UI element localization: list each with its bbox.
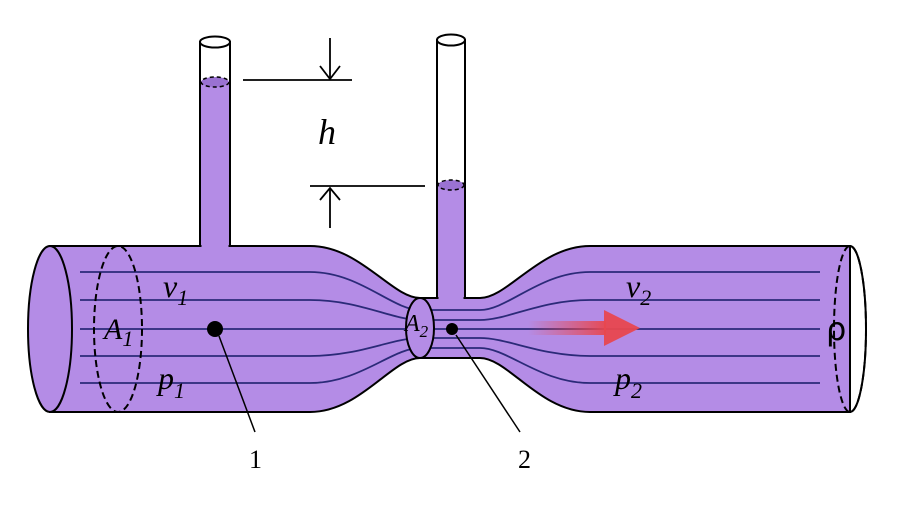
height-label: h: [318, 112, 336, 152]
pipe-inlet-face: [27, 245, 73, 413]
streamlines: [80, 271, 820, 384]
velocity2-label: v2: [626, 268, 651, 310]
point-2-label: 2: [518, 445, 531, 474]
area1-label: A1: [102, 313, 133, 351]
point-1-marker: [207, 321, 223, 337]
density-label: ρ: [826, 310, 846, 348]
point-1-label: 1: [249, 445, 262, 474]
streamline: [80, 347, 820, 384]
flow-direction-arrow-icon: [528, 310, 640, 346]
area2-label: A2: [403, 311, 429, 341]
velocity1-label: v1: [163, 268, 188, 310]
streamline: [80, 271, 820, 311]
cross-section-a2: [405, 297, 435, 359]
dimension-arrow-up-icon: [319, 186, 341, 201]
streamline: [80, 299, 820, 321]
point-1-leader: [218, 335, 256, 433]
height-dimension: [243, 38, 425, 228]
pressure2-label: p2: [613, 360, 642, 403]
dimension-arrow-down-icon: [319, 65, 341, 81]
point-2-marker: [446, 323, 458, 335]
right-manometer-tube: [436, 33, 466, 306]
point-2-leader: [455, 334, 521, 433]
streamline: [80, 337, 820, 357]
pressure1-label: p1: [156, 360, 185, 403]
cross-section-a1: [93, 245, 143, 413]
left-manometer-tube: [199, 35, 231, 255]
